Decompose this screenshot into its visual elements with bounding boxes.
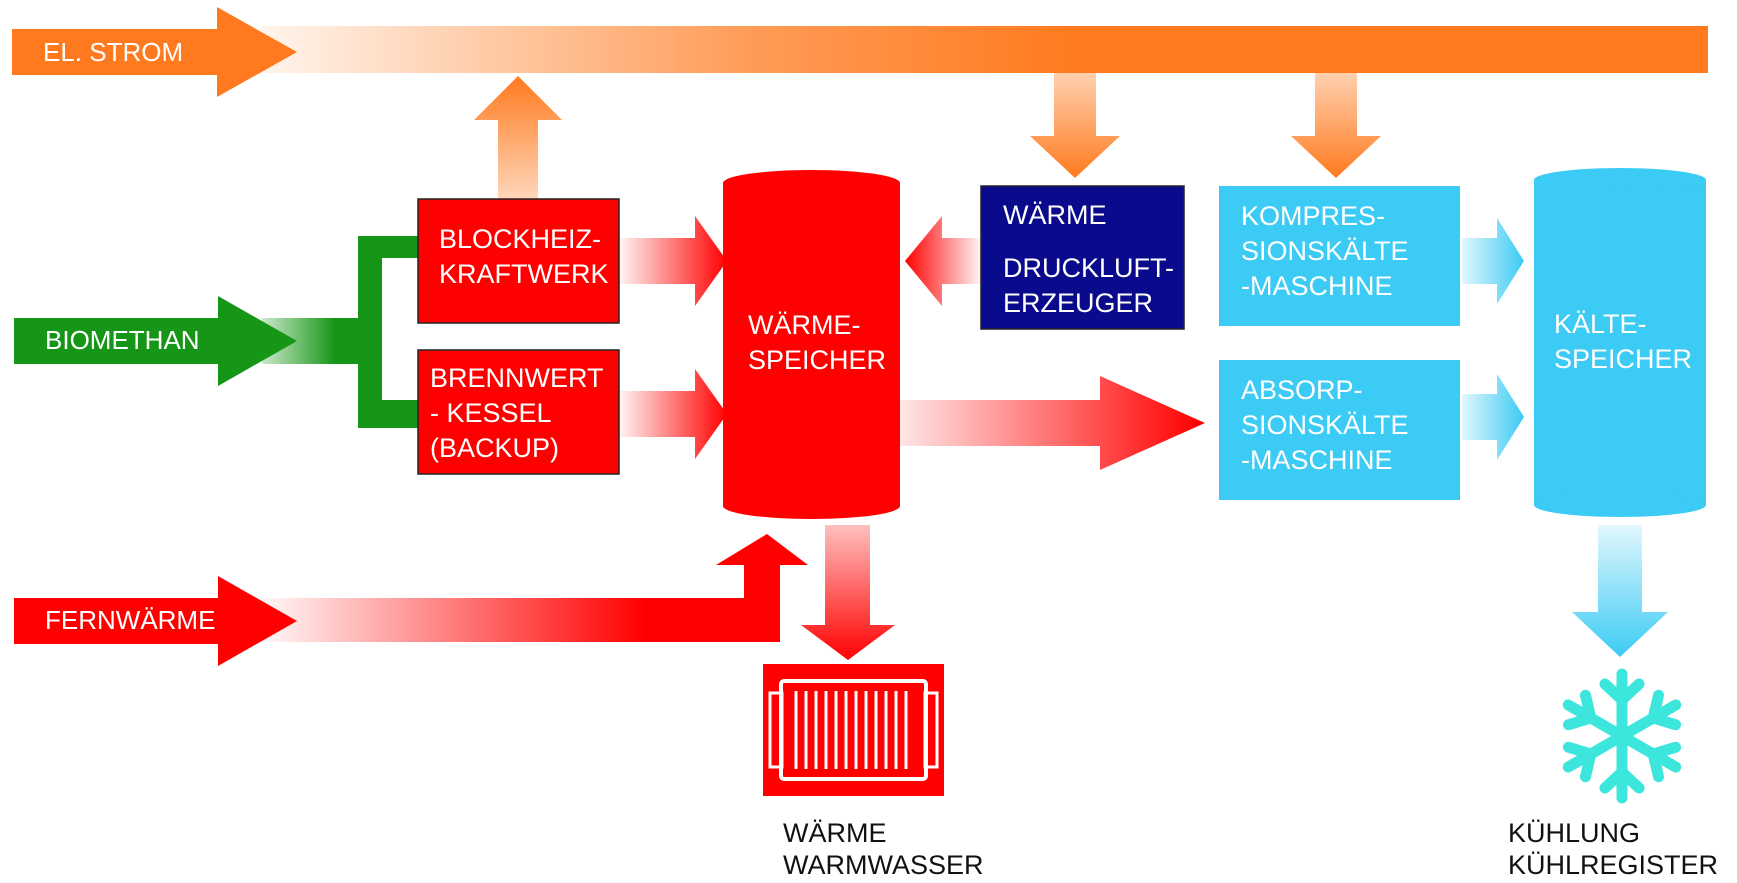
- chp-heat-arrow: [620, 216, 727, 306]
- compressed-air-label-line2: DRUCKLUFT-: [1003, 253, 1175, 283]
- heat-storage-label-line1: WÄRME-: [748, 310, 861, 340]
- electricity-down-arrow-chiller: [1291, 73, 1381, 178]
- heat-output-label-line1: WÄRME: [783, 818, 887, 848]
- electricity-bus: [262, 26, 1708, 73]
- district-heating-input-arrow: [14, 576, 297, 666]
- absorption-chiller-label-line1: ABSORP-: [1241, 375, 1363, 405]
- chp-electricity-up-arrow: [474, 76, 562, 200]
- radiator-icon: [763, 664, 944, 796]
- compressed-air-heat-arrow: [905, 216, 980, 306]
- district-heating-label: FERNWÄRME: [45, 605, 216, 635]
- boiler-label-line1: BRENNWERT: [430, 363, 604, 393]
- cooling-output-label-line1: KÜHLUNG: [1508, 818, 1641, 848]
- boiler-heat-arrow: [620, 369, 727, 459]
- compressed-air-label-line1: WÄRME: [1003, 200, 1107, 230]
- heat-storage-label-line2: SPEICHER: [748, 345, 887, 375]
- cooling-output-arrow: [1572, 525, 1668, 657]
- gas-distribution-pipe: [358, 236, 418, 428]
- compression-chiller-label-line1: KOMPRES-: [1241, 201, 1386, 231]
- electricity-label: EL. STROM: [43, 37, 184, 67]
- compressed-air-box: [980, 185, 1185, 330]
- compression-chiller-box: [1219, 186, 1460, 326]
- chp-label-line2: KRAFTWERK: [439, 259, 609, 289]
- absorption-chiller-box: [1219, 360, 1460, 500]
- electricity-down-arrow-compressed-air: [1030, 73, 1120, 178]
- heat-storage-tank: [723, 170, 900, 519]
- heat-output-label-line2: WARMWASSER: [783, 850, 984, 880]
- compression-chiller-label-line2: SIONSKÄLTE: [1241, 236, 1409, 266]
- district-heating-pipe: [262, 534, 808, 642]
- compression-cold-arrow: [1462, 218, 1524, 304]
- cold-storage-tank: [1534, 168, 1706, 517]
- absorption-chiller-label-line2: SIONSKÄLTE: [1241, 410, 1409, 440]
- chp-label-line1: BLOCKHEIZ-: [439, 224, 602, 254]
- electricity-input-arrow: [12, 7, 297, 97]
- chp-box: [417, 198, 620, 324]
- snowflake-icon: [1562, 668, 1682, 804]
- compression-chiller-label-line3: -MASCHINE: [1241, 271, 1393, 301]
- compressed-air-label-line3: ERZEUGER: [1003, 288, 1154, 318]
- boiler-box: [417, 349, 620, 475]
- boiler-label-line3: (BACKUP): [430, 433, 560, 463]
- cold-storage-label-line2: SPEICHER: [1554, 344, 1693, 374]
- hot-water-output-arrow: [801, 525, 895, 660]
- cold-storage-label-line1: KÄLTE-: [1554, 309, 1647, 339]
- biomethane-label: BIOMETHAN: [45, 325, 200, 355]
- biomethane-input-arrow: [14, 296, 297, 386]
- absorption-chiller-label-line3: -MASCHINE: [1241, 445, 1393, 475]
- absorption-cold-arrow: [1462, 374, 1524, 460]
- cooling-output-label-line2: KÜHLREGISTER: [1508, 850, 1719, 880]
- boiler-label-line2: - KESSEL: [430, 398, 552, 428]
- biomethane-fade: [262, 318, 358, 364]
- heat-to-absorption-arrow: [900, 376, 1205, 470]
